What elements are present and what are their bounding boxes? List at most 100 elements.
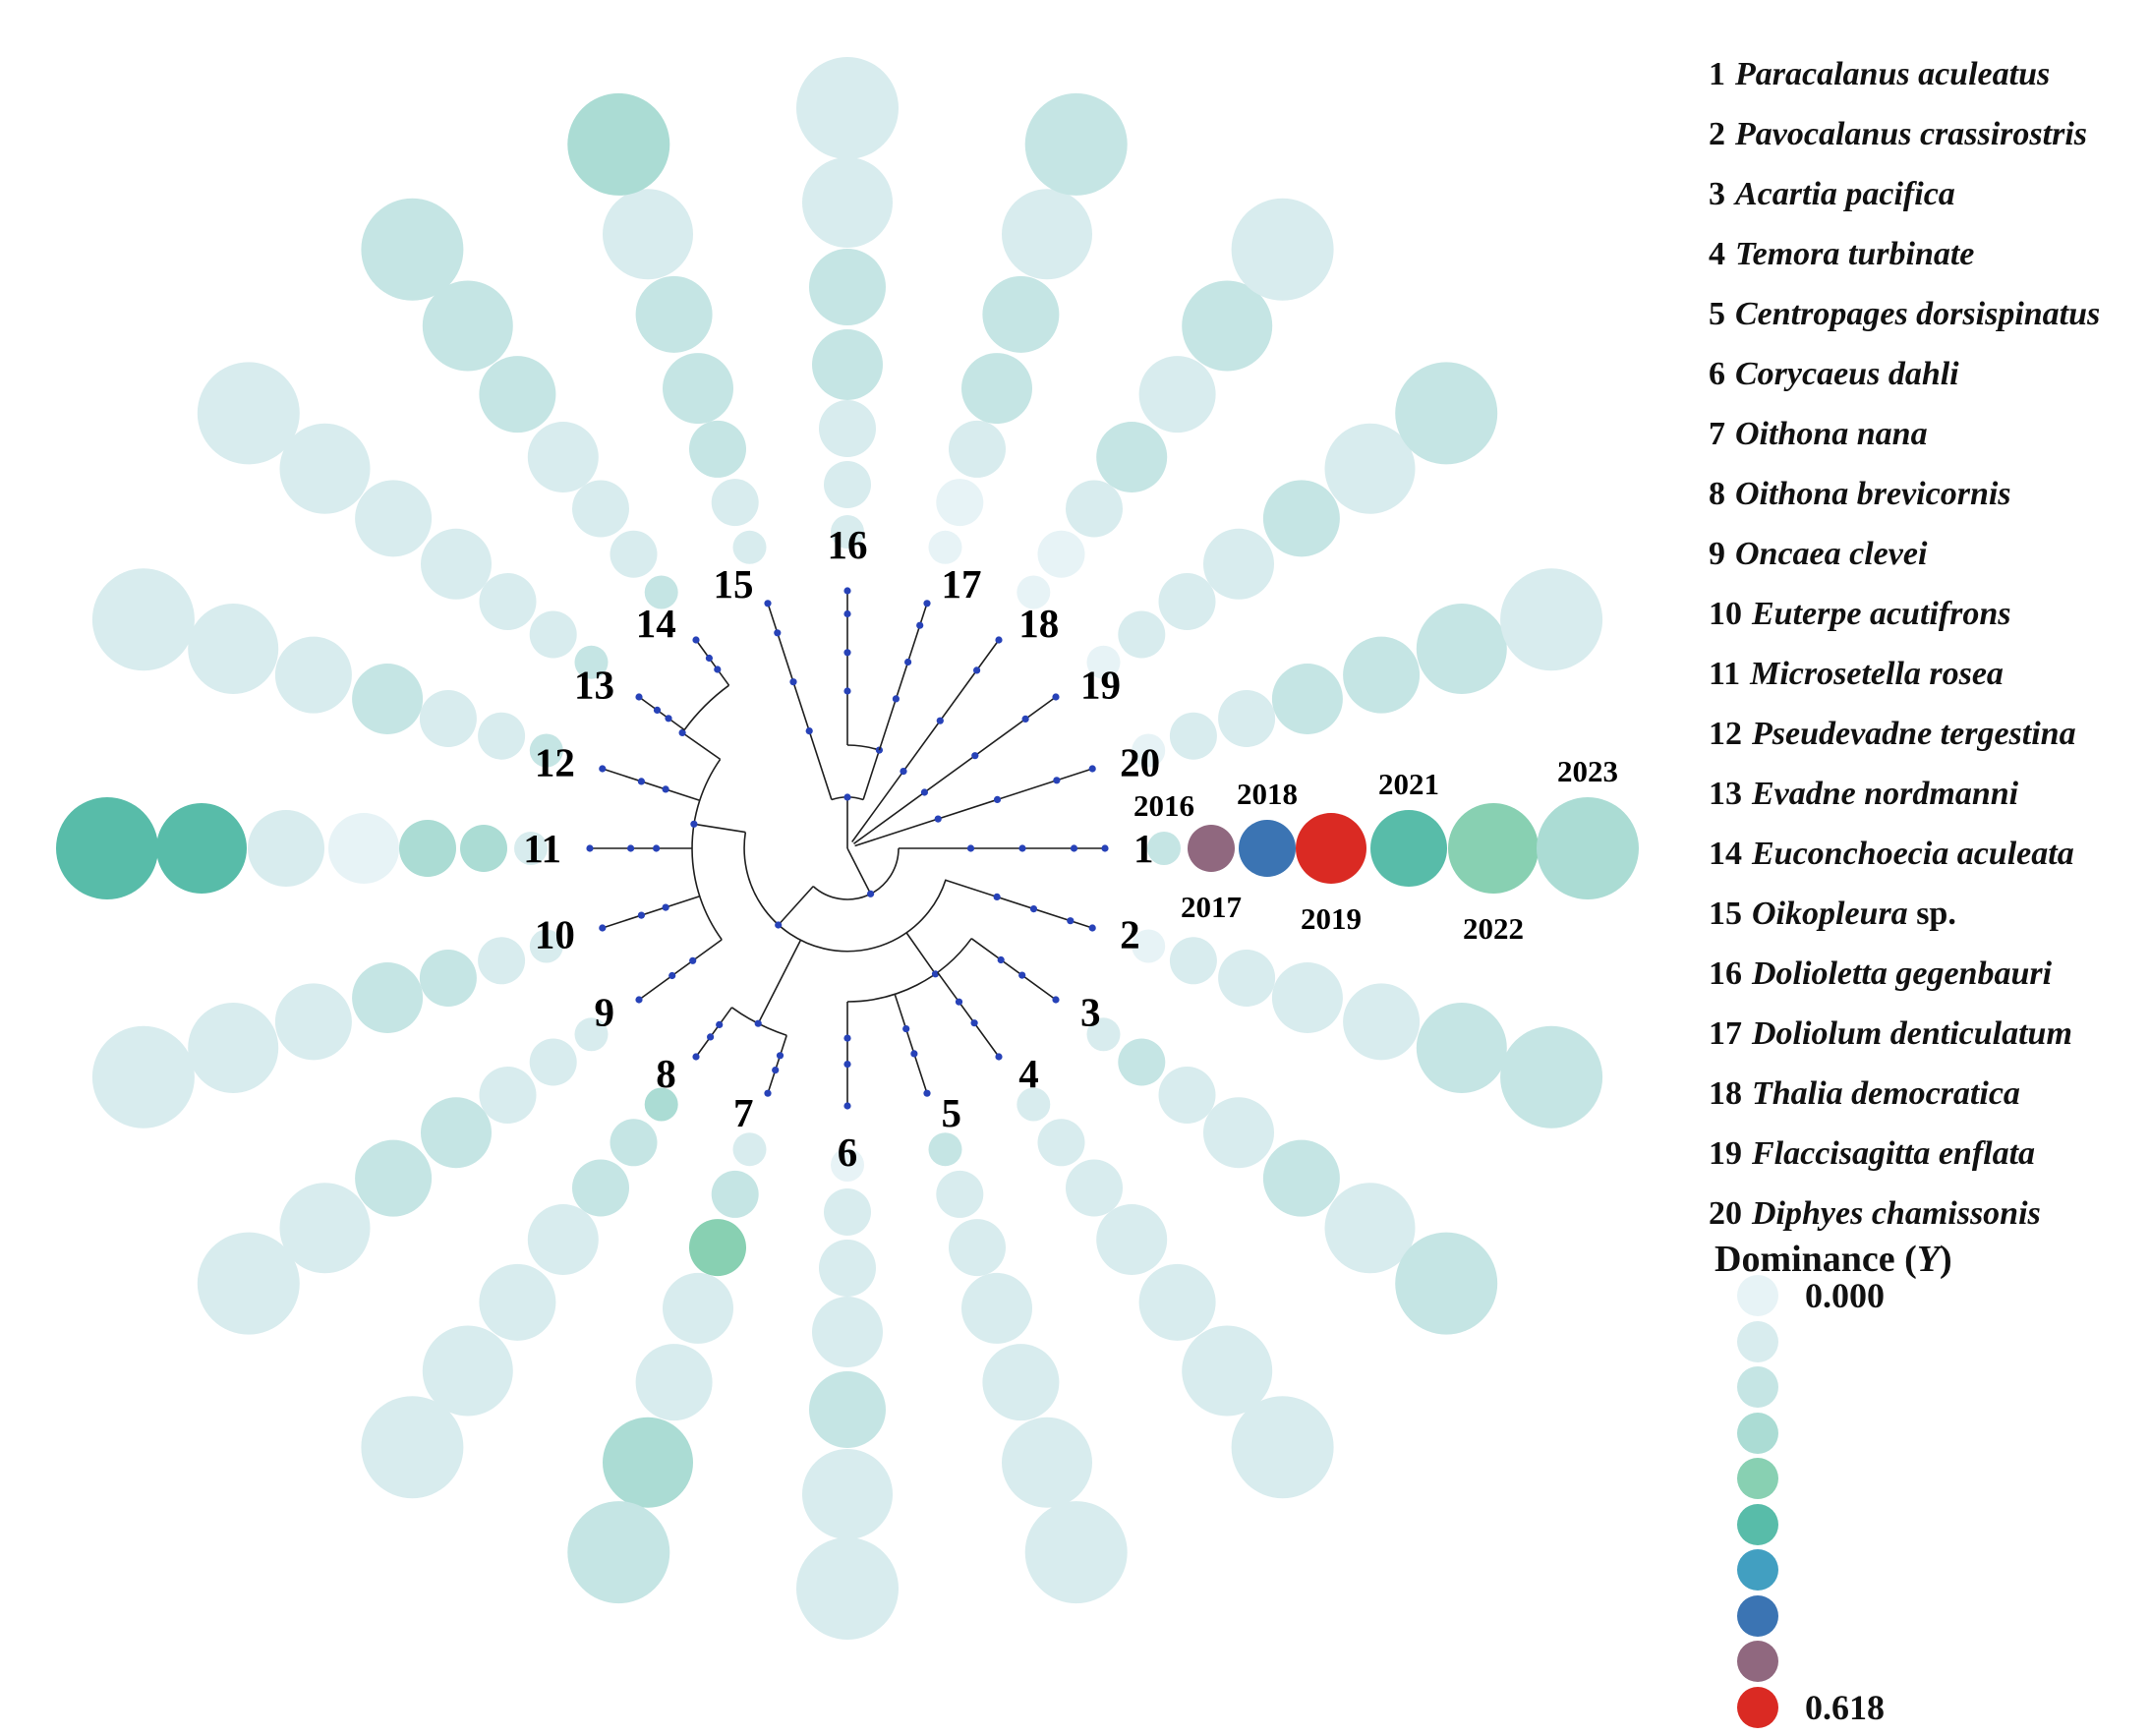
tip-node-dot-9: [635, 996, 643, 1004]
tree-stem-3: [905, 932, 937, 975]
species-number: 7: [1709, 416, 1725, 452]
bubble-species20-2019: [1271, 664, 1343, 734]
species-number: 16: [1709, 955, 1742, 992]
bubble-species16-2019: [812, 329, 883, 400]
bubble-species18-2017: [1037, 530, 1085, 578]
bubble-species4-2017: [1037, 1119, 1085, 1167]
tip-node-dot-10: [599, 924, 607, 932]
bubble-species13-2023: [197, 362, 300, 465]
tip-node-dot-3: [1052, 996, 1060, 1004]
bubble-species19-2021: [1262, 480, 1340, 557]
bubble-species13-2022: [279, 423, 371, 514]
dominance-max-label: 0.618: [1805, 1688, 1885, 1727]
bubble-species11-2022: [156, 803, 247, 894]
dominance-title-suffix: ): [1940, 1239, 1952, 1280]
ray-label-9: 9: [595, 989, 615, 1034]
tree-arc-5: [691, 758, 723, 941]
year-label-2023: 2023: [1557, 754, 1618, 788]
tip-line-12: [602, 768, 700, 801]
species-name: Centropages dorsispinatus: [1735, 296, 2101, 332]
ray-label-19: 19: [1080, 663, 1121, 708]
tip-node-dot-1: [1070, 844, 1078, 852]
tree-stem-6: [681, 731, 722, 761]
bubble-species13-2017: [529, 610, 577, 659]
bubble-species6-2016: [831, 1148, 864, 1182]
bubble-species16-2023: [796, 57, 899, 159]
bubble-species5-2018: [949, 1219, 1006, 1277]
species-name: Corycaeus dahli: [1735, 356, 1959, 392]
dominance-scale-dot-6: [1737, 1503, 1778, 1545]
bubble-species10-2017: [478, 937, 526, 985]
bubble-species1-2017: [1188, 825, 1235, 872]
bubble-species15-2019: [663, 353, 733, 425]
bubble-species8-2022: [422, 1325, 513, 1417]
bubble-species11-2017: [460, 825, 507, 872]
species-name: Diphyes chamissonis: [1752, 1195, 2041, 1232]
tip-node-dot-12: [599, 765, 607, 773]
bubble-species4-2018: [1066, 1159, 1123, 1217]
species-number: 5: [1709, 296, 1725, 332]
tip-node-dot-14: [692, 636, 700, 644]
bubble-species6-2021: [809, 1371, 886, 1448]
dominance-title-prefix: Dominance (: [1714, 1239, 1917, 1280]
dominance-scale-dot-3: [1737, 1366, 1778, 1408]
bubble-species19-2023: [1395, 362, 1498, 465]
bubble-species7-2016: [732, 1132, 767, 1167]
bubble-species17-2022: [1002, 189, 1092, 280]
bubble-species18-2021: [1138, 356, 1216, 434]
tip-line-5: [894, 994, 928, 1094]
tip-node-dot-1: [966, 844, 975, 852]
bubble-species2-2022: [1416, 1003, 1507, 1093]
bubble-species18-2022: [1182, 280, 1273, 372]
species-number: 9: [1709, 536, 1725, 572]
bubble-species10-2018: [419, 950, 477, 1007]
tip-node-dot-14: [705, 654, 714, 663]
tip-node-dot-1: [1018, 844, 1026, 852]
species-name: Oikopleura sp.: [1752, 896, 1956, 932]
tip-node-dot-19: [1021, 715, 1029, 723]
tip-node-dot-10: [637, 911, 646, 919]
bubble-species6-2017: [824, 1188, 871, 1236]
species-name: Microsetella rosea: [1750, 656, 2004, 692]
species-number: 14: [1709, 836, 1742, 872]
bubble-species14-2018: [572, 480, 629, 538]
bubble-species5-2022: [1002, 1417, 1092, 1508]
bubble-species8-2019: [527, 1204, 599, 1275]
tip-node-dot-20: [934, 815, 942, 823]
bubble-species11-2021: [248, 810, 324, 887]
tree-arc-8: [846, 744, 880, 751]
species-name: Doliolum denticulatum: [1752, 1015, 2072, 1052]
species-name: Euconchoecia aculeata: [1752, 836, 2074, 872]
species-number: 6: [1709, 356, 1725, 392]
bubble-species16-2022: [802, 157, 893, 248]
ray-label-5: 5: [942, 1090, 962, 1135]
year-label-2016: 2016: [1133, 788, 1194, 823]
tree-node-dot: [931, 970, 940, 978]
bubble-species1-2018: [1239, 820, 1296, 877]
bubble-species3-2018: [1158, 1067, 1216, 1124]
tip-node-dot-17: [916, 621, 924, 629]
tip-node-dot-15: [805, 727, 813, 735]
tree-stem-8: [862, 749, 881, 800]
bubble-species15-2018: [689, 420, 746, 478]
species-name-suffix: sp.: [1907, 896, 1956, 932]
bubble-species19-2017: [1118, 610, 1166, 659]
tip-line-7: [767, 1034, 787, 1094]
ray-label-11: 11: [523, 826, 561, 871]
tree-node-dot: [867, 890, 875, 897]
tip-node-dot-12: [662, 785, 669, 793]
tip-node-dot-13: [653, 706, 662, 715]
tip-node-dot-4: [970, 1019, 978, 1027]
tip-line-13: [638, 696, 685, 731]
tip-node-dot-2: [1067, 917, 1075, 925]
bubble-species8-2017: [610, 1119, 658, 1167]
bubble-species17-2017: [936, 479, 984, 527]
dominance-scale-dot-9: [1737, 1641, 1778, 1682]
bubble-species10-2021: [274, 983, 352, 1061]
tip-node-dot-18: [973, 666, 981, 674]
